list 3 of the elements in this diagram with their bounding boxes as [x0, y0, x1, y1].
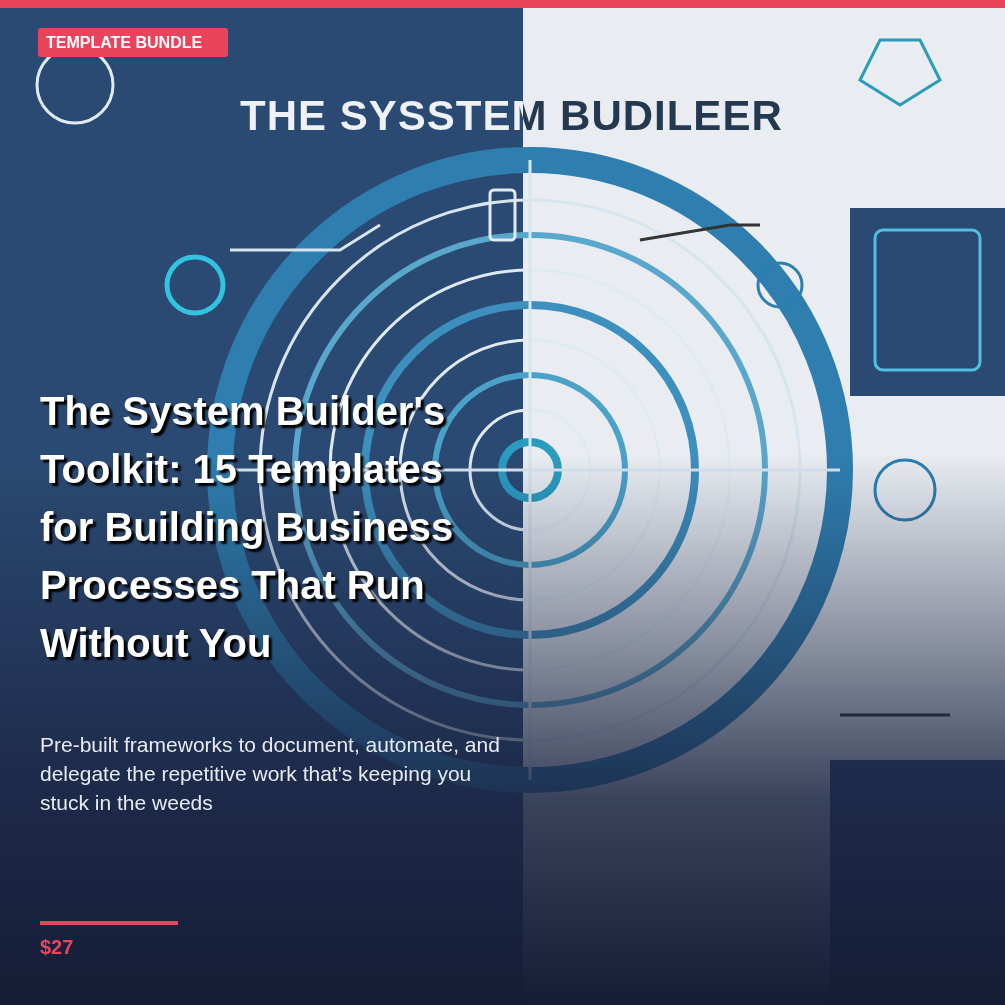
subtitle: Pre-built frameworks to document, automate, and delegate the repetitive work that's keeping you stuck in the weeds: [40, 732, 500, 816]
price: $27: [40, 936, 74, 959]
category-tag: TEMPLATE BUNDLE: [38, 28, 229, 57]
